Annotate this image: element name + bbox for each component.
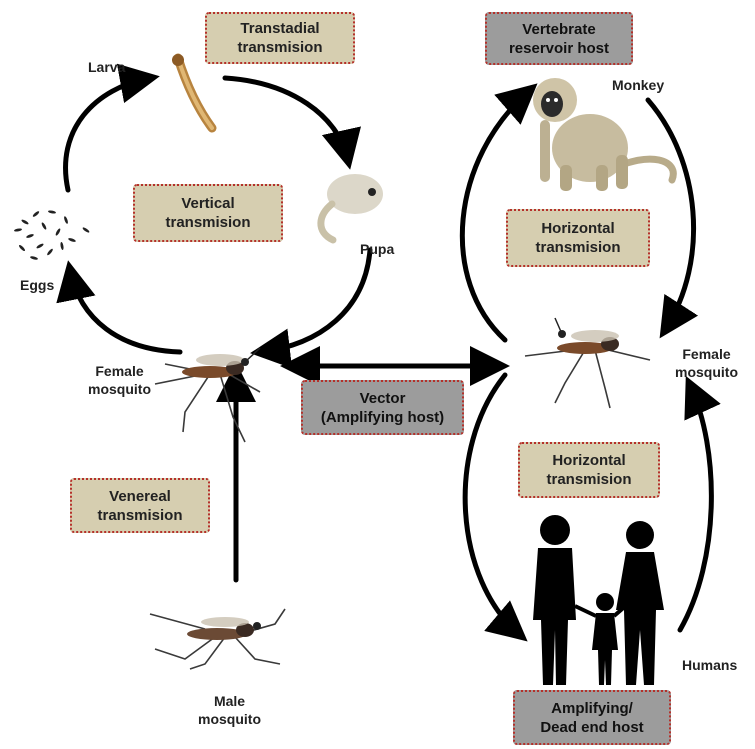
- transtadial-transmission-box: Transtadial transmision: [205, 12, 355, 64]
- eggs-icon: [14, 210, 90, 260]
- monkey-icon: [533, 78, 673, 191]
- arrow-larva-to-pupa: [225, 78, 348, 160]
- eggs-label: Eggs: [20, 276, 54, 294]
- human-family-icon: [533, 515, 664, 685]
- amplifying-dead-end-host-box: Amplifying/ Dead end host: [513, 690, 671, 745]
- female-mosquito-label-right: Female mosquito: [675, 345, 738, 381]
- monkey-label: Monkey: [612, 76, 664, 94]
- horizontal-transmission-box-lower: Horizontal transmision: [518, 442, 660, 498]
- arrow-eggs-to-larva: [66, 78, 150, 190]
- vertebrate-reservoir-host-box: Vertebrate reservoir host: [485, 12, 633, 65]
- female-mosquito-label-left: Female mosquito: [88, 362, 151, 398]
- humans-label: Humans: [682, 656, 737, 674]
- larva-label: Larva: [88, 58, 125, 76]
- horizontal-transmission-box-upper: Horizontal transmision: [506, 209, 650, 267]
- pupa-icon: [321, 174, 383, 240]
- male-mosquito-label: Male mosquito: [198, 692, 261, 728]
- arrow-humans-to-female: [680, 385, 711, 630]
- arrow-pupa-to-female: [260, 250, 370, 352]
- pupa-label: Pupa: [360, 240, 394, 258]
- arrow-monkey-to-female: [648, 100, 694, 330]
- mosquito-icon: [525, 318, 650, 408]
- vector-amplifying-host-box: Vector (Amplifying host): [301, 380, 464, 435]
- vertical-transmission-box: Vertical transmision: [133, 184, 283, 242]
- mosquito-icon: [155, 348, 260, 442]
- venereal-transmission-box: Venereal transmision: [70, 478, 210, 533]
- mosquito-icon: [150, 609, 285, 669]
- arrow-female-to-eggs: [70, 270, 180, 352]
- arrow-female-to-humans: [465, 375, 520, 635]
- larva-icon: [172, 54, 212, 128]
